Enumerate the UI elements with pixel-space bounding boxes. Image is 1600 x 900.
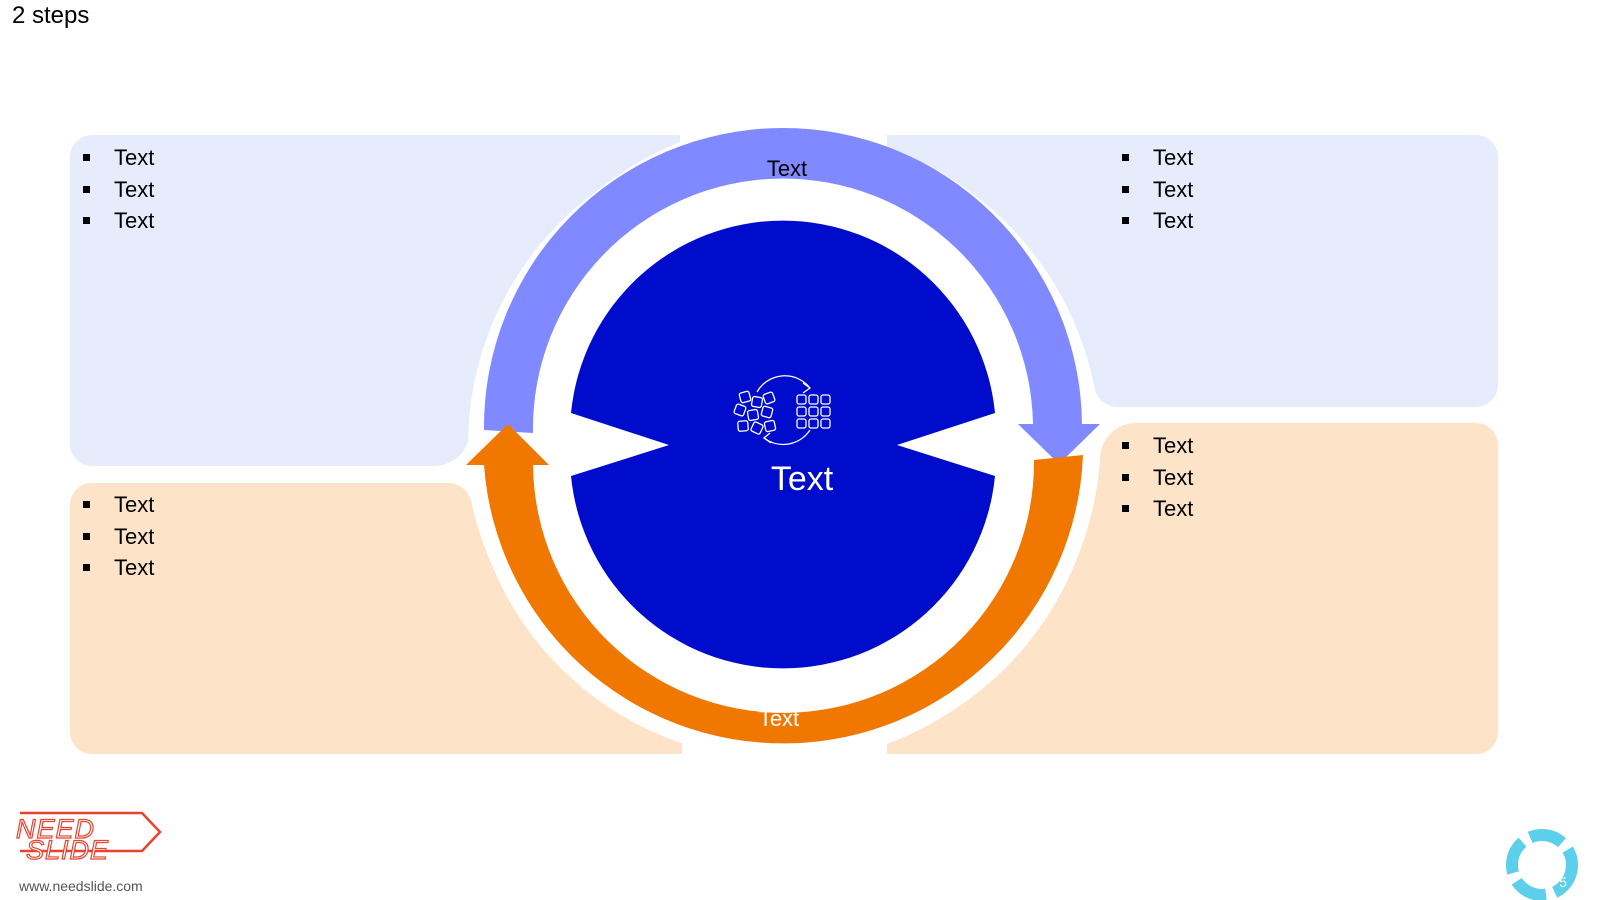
list-item: Text (1121, 430, 1193, 462)
list-item: Text (1121, 205, 1193, 237)
top-arc (483, 127, 1100, 464)
list-item: Text (1121, 142, 1193, 174)
bottom-arc (466, 424, 1083, 744)
list-item: Text (1121, 462, 1193, 494)
slide-title: 2 steps (12, 2, 90, 29)
panel-bottom-left-list: Text Text Text (82, 489, 154, 584)
list-item: Text (82, 142, 154, 174)
list-item: Text (82, 489, 154, 521)
panel-top-left-list: Text Text Text (82, 142, 154, 237)
list-item: Text (1121, 493, 1193, 525)
panel-bottom-right-list: Text Text Text (1121, 430, 1193, 525)
logo-line2: SLIDE (25, 834, 110, 865)
shuffle-to-grid-icon (733, 375, 831, 446)
panel-top-left (70, 135, 680, 466)
logo-url: www.needslide.com (19, 878, 143, 894)
center-label: Text (770, 460, 834, 498)
logo-line1: NEED (15, 813, 96, 844)
panel-bottom-left (70, 482, 682, 754)
panel-bottom-right (887, 422, 1498, 754)
list-item: Text (82, 552, 154, 584)
panel-top-right-list: Text Text Text (1121, 142, 1193, 237)
list-item: Text (1121, 174, 1193, 206)
panel-top-right (887, 135, 1498, 408)
page-number: 5 (1559, 874, 1567, 890)
list-item: Text (82, 174, 154, 206)
needslide-logo-graphic (20, 811, 162, 853)
needslide-logo: NEED SLIDE (12, 813, 172, 882)
bottom-arc-label: Text (758, 706, 800, 731)
list-item: Text (82, 521, 154, 553)
list-item: Text (82, 205, 154, 237)
page-number-badge (1506, 829, 1578, 900)
top-arc-label: Text (766, 156, 808, 181)
